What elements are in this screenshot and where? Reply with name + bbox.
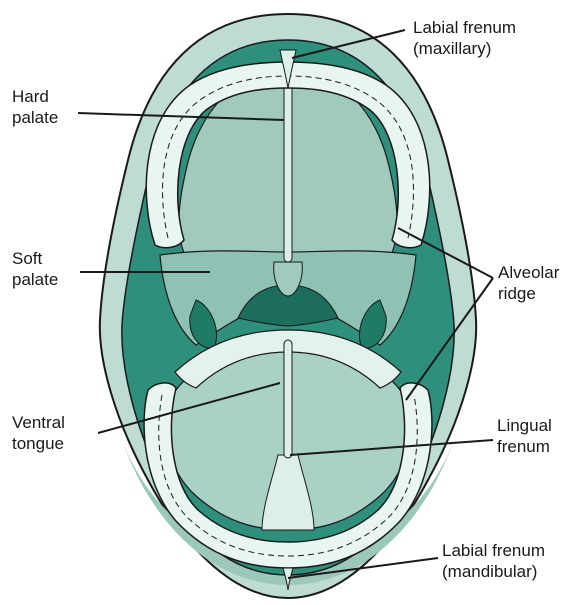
label-lingual-frenum: Lingual frenum <box>497 415 552 457</box>
label-alveolar-ridge: Alveolar ridge <box>498 262 559 304</box>
label-soft-palate: Soft palate <box>12 248 58 290</box>
label-hard-palate: Hard palate <box>12 86 58 128</box>
label-ventral-tongue: Ventral tongue <box>12 412 65 454</box>
tongue-midline <box>284 340 292 458</box>
label-labial-frenum-maxillary: Labial frenum (maxillary) <box>413 17 516 59</box>
midline-raphe <box>284 62 292 262</box>
label-labial-frenum-mandibular: Labial frenum (mandibular) <box>442 540 545 582</box>
